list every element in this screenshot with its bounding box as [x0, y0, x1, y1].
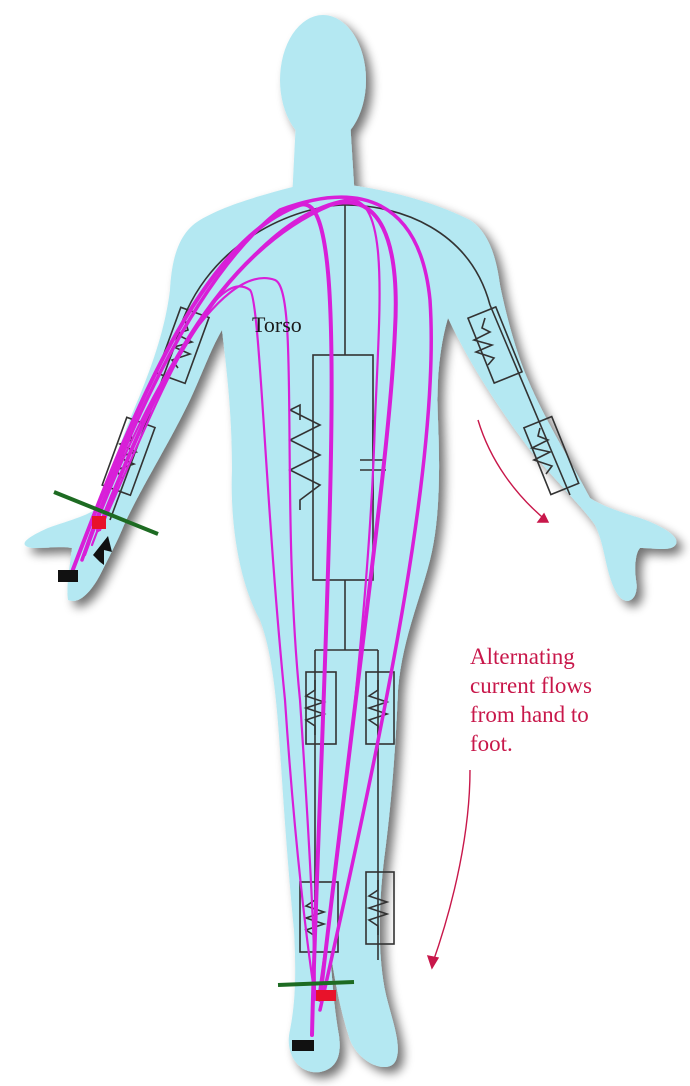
caption-line-1: Alternating [470, 642, 685, 671]
leg-flow-arrowhead [428, 956, 438, 968]
caption-line-3: from hand to [470, 700, 685, 729]
hand-contact-red [92, 516, 106, 529]
foot-contact-red [316, 990, 336, 1001]
hand-contact-black [58, 570, 78, 582]
torso-label: Torso [252, 312, 302, 338]
human-body-silhouette [25, 15, 677, 1072]
caption-line-4: foot. [470, 729, 685, 758]
leg-flow-arrow [432, 770, 470, 965]
caption-line-2: current flows [470, 671, 685, 700]
foot-contact-black [292, 1040, 314, 1051]
current-caption: Alternating current flows from hand to f… [470, 642, 685, 758]
body-outline [25, 185, 677, 1072]
